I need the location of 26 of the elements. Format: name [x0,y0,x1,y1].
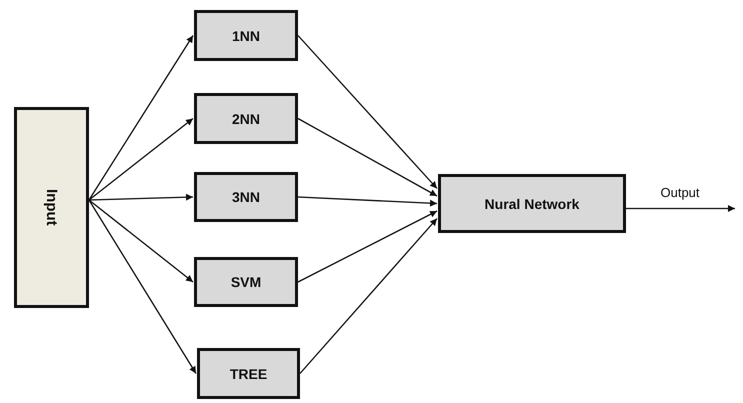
process-box [194,93,298,144]
arrow [88,118,194,201]
arrow [298,196,438,207]
box-label: 1NN [232,28,260,44]
process-box [194,10,298,61]
process-box [438,174,626,233]
box-label: Nural Network [484,196,580,212]
edge-label: Output [658,184,702,200]
arrow [298,118,438,197]
arrow [298,210,438,283]
arrow [300,218,438,374]
arrow [88,35,194,200]
process-box [194,172,298,222]
arrow [88,194,194,201]
box-label: SVM [230,274,262,290]
box-label: TREE [230,366,268,382]
box-label: Input [43,189,60,226]
box-label: 2NN [232,110,260,126]
process-box [14,107,89,308]
arrow [88,199,194,283]
box-label: 3NN [232,189,260,205]
arrow [626,205,735,212]
arrow [298,35,438,189]
arrow [88,200,197,374]
process-box [194,257,298,307]
process-box [197,348,300,399]
